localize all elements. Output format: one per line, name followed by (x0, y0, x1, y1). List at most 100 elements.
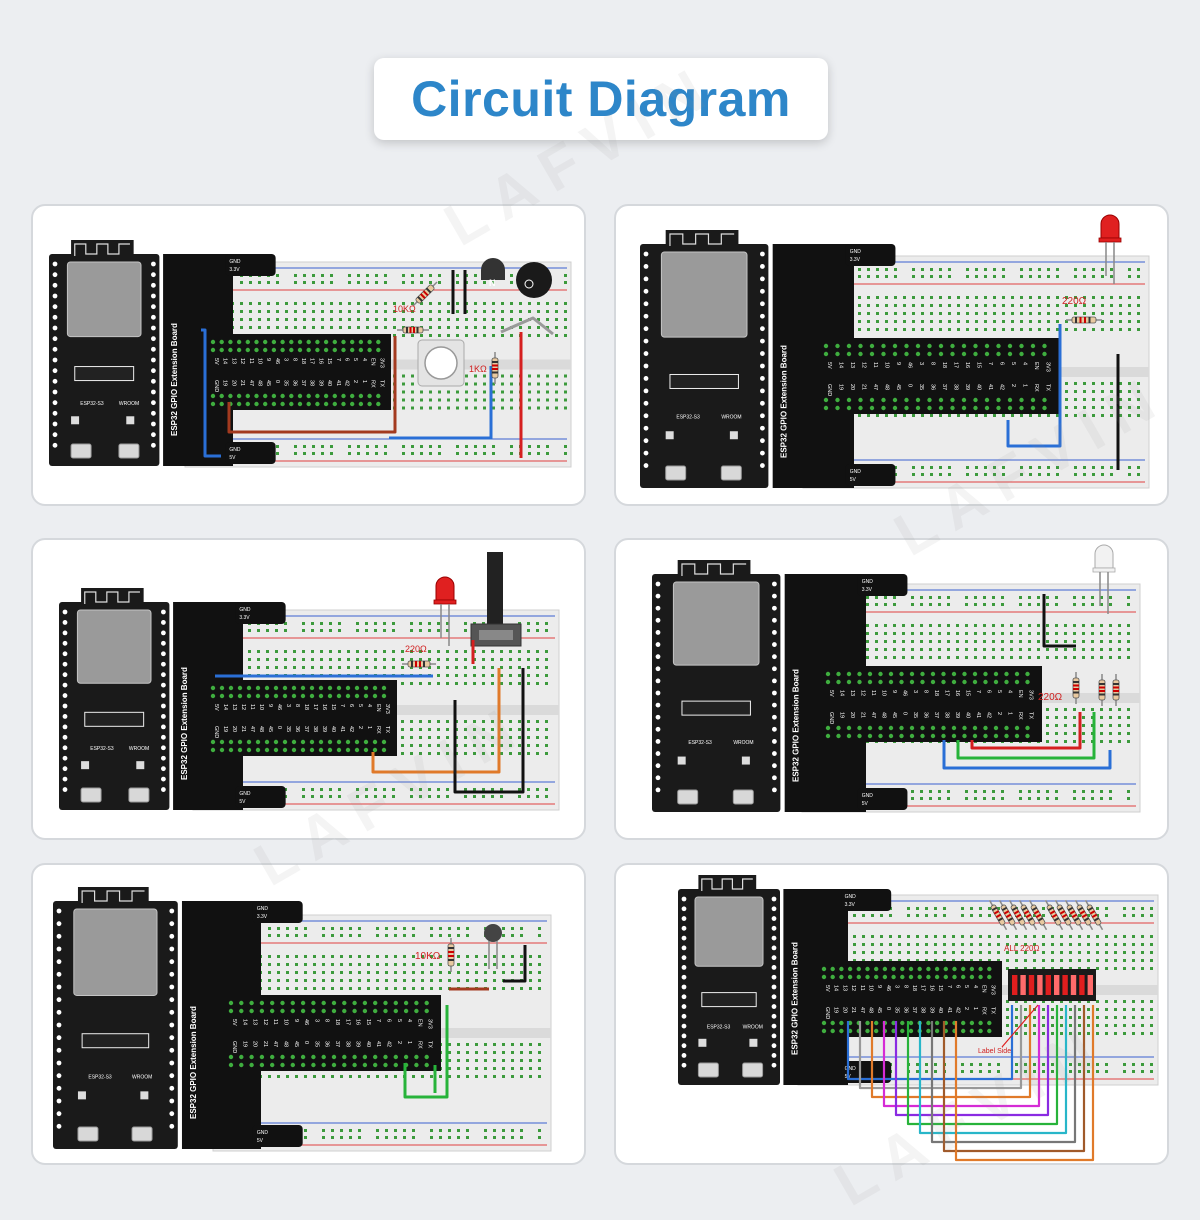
rail-tab (225, 254, 276, 276)
pin-label: 40 (965, 712, 971, 718)
buzzer (516, 262, 552, 298)
v33-label: 3.3V (239, 615, 250, 621)
usb-port (720, 465, 742, 481)
pin-label: 2 (396, 1041, 402, 1044)
pin-label: 1 (361, 380, 367, 383)
pin-label: RX (981, 1007, 987, 1015)
pin-label: 0 (902, 712, 908, 715)
wire (371, 668, 501, 774)
pin-label: 46 (274, 358, 280, 364)
pin-label: RX (1033, 384, 1039, 392)
wire (930, 1005, 1077, 1144)
pin-label: 47 (859, 1007, 865, 1013)
usb-port (118, 443, 140, 459)
pin-label: 19 (838, 384, 844, 390)
pin-label: 12 (850, 985, 856, 991)
v33-label: 3.3V (229, 267, 240, 273)
pin-label: 36 (923, 712, 929, 718)
rf-shield (672, 581, 760, 666)
pin-label: 46 (885, 985, 891, 991)
pin-label: 35 (283, 380, 289, 386)
resistor (1098, 674, 1106, 706)
pin-label: TX (1028, 712, 1034, 719)
pin-label: 11 (249, 704, 255, 710)
v5-label: 5V (850, 477, 857, 483)
pin-label: 1 (1007, 712, 1013, 715)
pin-label: 48 (868, 1007, 874, 1013)
wire (918, 1005, 1068, 1135)
rail-tab (225, 442, 276, 464)
pin-label: 41 (339, 726, 345, 732)
header-body (201, 334, 391, 410)
pin-label: TX (384, 726, 390, 733)
pin-label: GND (828, 712, 834, 724)
led-bar-graph (1008, 969, 1096, 1001)
antenna (677, 560, 751, 580)
pin-label: 5 (1010, 362, 1016, 365)
v5-label: 5V (239, 799, 246, 805)
pin-label: 37 (933, 712, 939, 718)
pin-label: 11 (272, 1019, 278, 1025)
pin-label: EN (1033, 362, 1039, 370)
pin-label: 1 (1022, 384, 1028, 387)
wire (201, 328, 221, 458)
pin-label: 10 (257, 358, 263, 364)
pin-label: 47 (870, 712, 876, 718)
pin-label: 17 (344, 1019, 350, 1025)
pin-label: 40 (326, 380, 332, 386)
pin-label: RX (416, 1041, 422, 1049)
pin-label: 14 (222, 704, 228, 710)
pin-label: EN (1017, 690, 1023, 698)
pin-label: 38 (344, 1041, 350, 1047)
reset-button (741, 756, 750, 765)
resistor (1072, 672, 1080, 704)
pin-label: 11 (859, 985, 865, 991)
pin-label: 8 (324, 1019, 330, 1022)
pin-label: 48 (258, 726, 264, 732)
pin-label: 42 (955, 1007, 961, 1013)
pin-label: 6 (386, 1019, 392, 1022)
pin-label: 15 (965, 690, 971, 696)
resistor-label: ALL 220Ω (1004, 944, 1040, 953)
rail-tab (235, 602, 286, 624)
usb-port (677, 789, 699, 805)
extension-board-label: ESP32 GPIO Extension Board (780, 345, 789, 458)
pin-label: 36 (291, 380, 297, 386)
pin-label: 41 (987, 384, 993, 390)
pin-label: 2 (1010, 384, 1016, 387)
extension-board-label: ESP32 GPIO Extension Board (790, 942, 799, 1055)
pin-label: 19 (839, 712, 845, 718)
wroom-label: WROOM (721, 414, 741, 420)
wire (1042, 594, 1076, 648)
led (433, 576, 457, 646)
antenna-trace (669, 233, 735, 246)
pin-label: 10 (868, 985, 874, 991)
pin-label: 17 (920, 985, 926, 991)
pin-label: 13 (849, 362, 855, 368)
resistor (1074, 899, 1094, 931)
pin-label: 20 (231, 726, 237, 732)
pin-label: 17 (944, 690, 950, 696)
pin-label: 18 (334, 1019, 340, 1025)
rail-tab (841, 889, 892, 911)
pin-label: 13 (231, 704, 237, 710)
pin-label: 3 (912, 690, 918, 693)
pin-label: RX (1017, 712, 1023, 720)
pin-label: TX (427, 1041, 433, 1048)
resistor (1008, 899, 1028, 931)
v5-label: 5V (257, 1138, 264, 1144)
pin-label: RX (370, 380, 376, 388)
pin-label: 9 (891, 690, 897, 693)
pin-label: 3 (918, 362, 924, 365)
pin-label: 12 (240, 704, 246, 710)
pin-label: 46 (303, 1019, 309, 1025)
usb-port (70, 443, 92, 459)
pin-label: 5V (231, 1019, 237, 1026)
rf-shield (66, 261, 142, 338)
resistor (1018, 899, 1038, 931)
